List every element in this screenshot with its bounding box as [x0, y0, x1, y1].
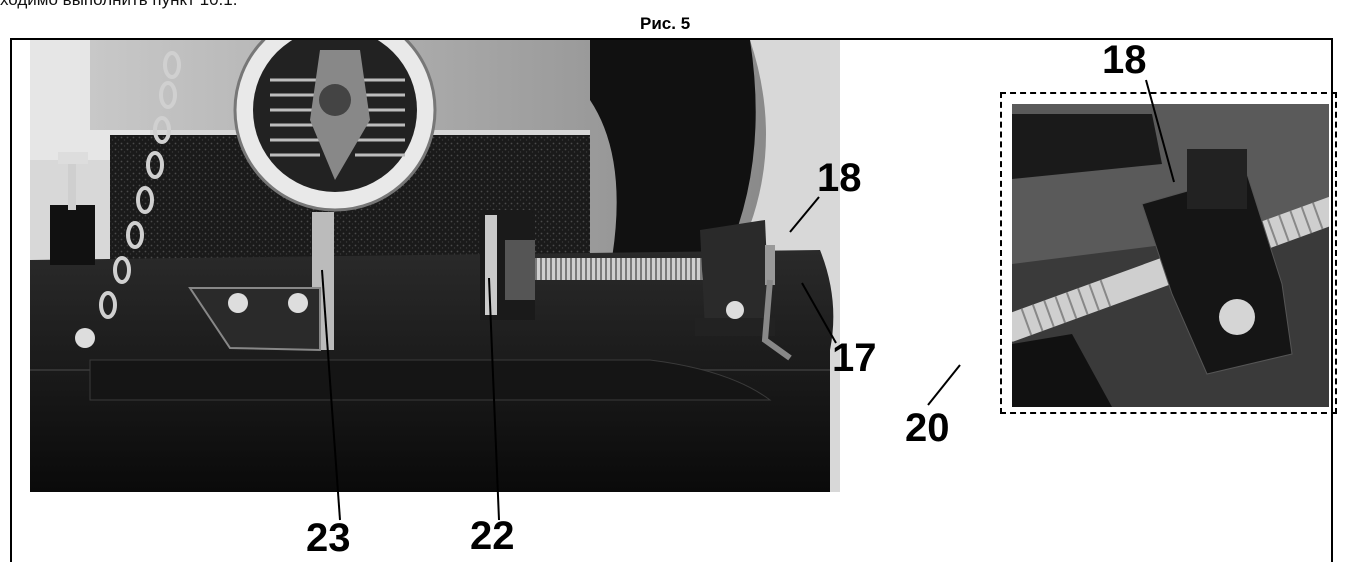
main-photo	[30, 40, 840, 492]
figure-caption: Рис. 5	[640, 14, 691, 33]
callout-18-main: 18	[817, 156, 862, 200]
figure-frame	[10, 38, 1333, 562]
callout-18-inset: 18	[1102, 38, 1147, 82]
callout-17: 17	[832, 336, 877, 380]
callout-23: 23	[306, 516, 351, 560]
callout-22: 22	[470, 514, 515, 558]
top-text-fragment: ходимо выполнить пункт 10.1.	[0, 0, 237, 10]
callout-20: 20	[905, 406, 950, 450]
inset-photo	[1012, 104, 1329, 407]
